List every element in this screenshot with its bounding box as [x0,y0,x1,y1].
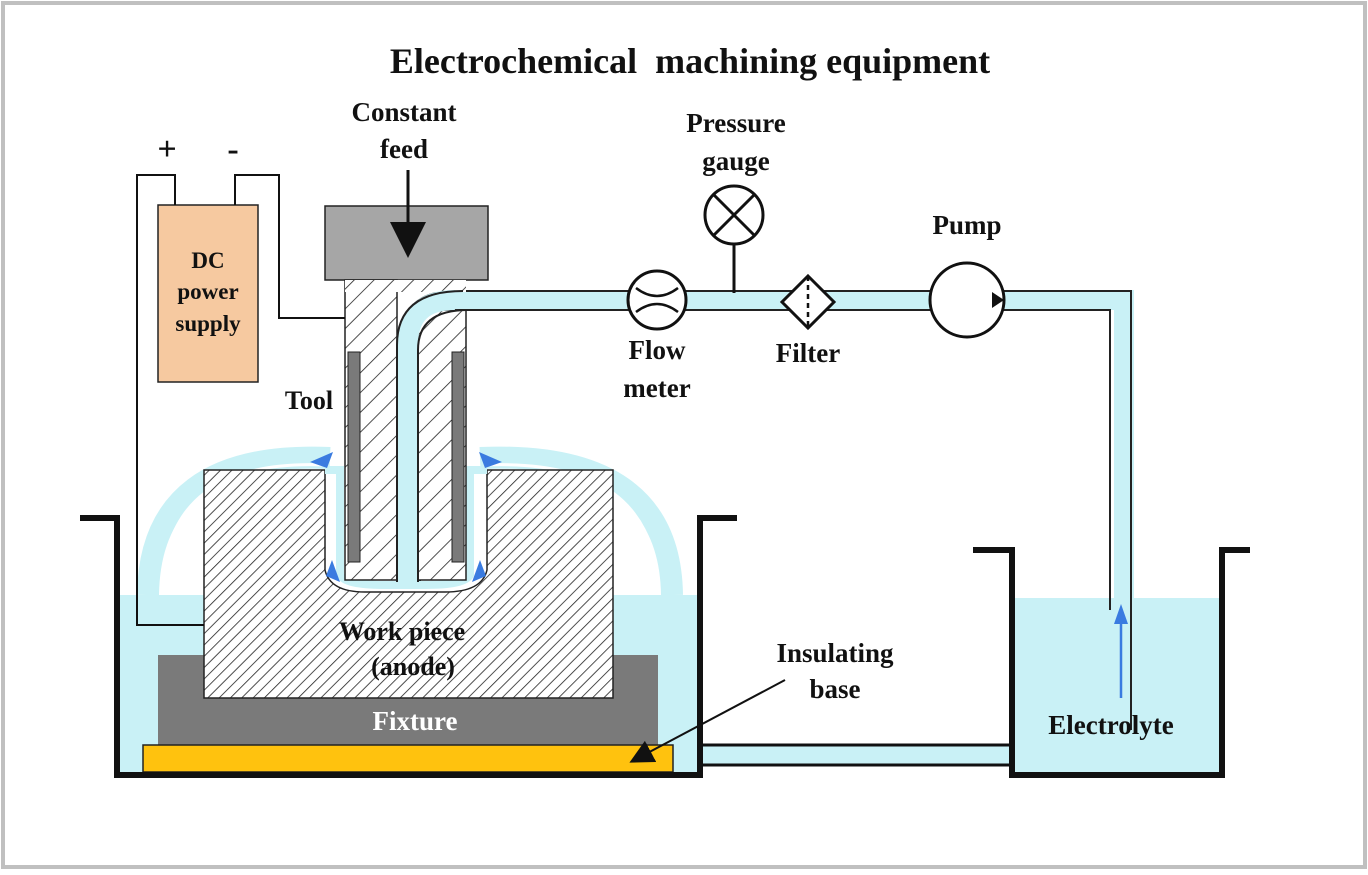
insulating-base-pointer [629,679,786,763]
flow-meter-label-line1: Flow [629,335,686,365]
insulating-base [142,744,674,773]
filter [779,273,837,331]
tank-connector-pipe [700,745,1014,765]
tool-sleeve-left [347,351,361,563]
negative-wire [234,174,345,319]
dc-power-supply [157,204,259,383]
pressure-gauge-cross-2 [712,193,756,237]
pump-label: Pump [932,210,1001,240]
workpiece-label-line1: Work piece [339,617,465,646]
minus-terminal-label: - [227,131,238,168]
overflow-band-right [479,446,683,596]
insulating-base-label-line1: Insulating [776,638,894,668]
overflow-band-left [137,446,331,596]
left-tank-wall [80,515,737,778]
tool-channel-edge-inner [417,309,469,582]
flow-arrow-upper-right [479,452,502,468]
tool-top-connector [345,280,466,292]
flow-meter-inner-bottom [635,302,679,314]
workpiece-label-line2: (anode) [371,652,455,681]
dc-label-line3: supply [175,311,241,336]
machining-gap [325,466,487,589]
intake-arrow-head [1114,604,1128,624]
flow-arrow-lower-left [326,560,340,582]
tool-channel [398,290,456,582]
right-tank-wall [973,547,1250,778]
tool-channel-edge-outer [396,290,464,582]
diagram-title: Electrochemical machining equipment [390,41,990,81]
constant-feed-label-line1: Constant [351,97,456,127]
flow-meter [626,269,688,331]
dc-label-line2: power [177,279,238,304]
flow-arrow-upper-left [310,452,333,468]
pressure-gauge-label-line2: gauge [702,146,770,176]
fixture-label: Fixture [373,706,458,736]
tool-label: Tool [285,386,333,415]
workpiece [203,469,614,699]
flow-meter-inner-top [635,286,679,298]
dc-label-line1: DC [191,248,224,273]
pressure-gauge-label-line1: Pressure [686,108,785,138]
flow-arrow-lower-right [472,560,486,582]
tool-sleeve-right [451,351,465,563]
pump-outlet-mark [992,292,1004,308]
filter-label: Filter [776,338,840,368]
plus-terminal-label: + [157,131,176,168]
positive-wire [136,174,204,626]
flow-meter-label-line2: meter [623,373,690,403]
insulating-base-label-line2: base [809,674,860,704]
electrolyte-label: Electrolyte [1048,710,1173,740]
constant-feed-label-line2: feed [380,134,428,164]
